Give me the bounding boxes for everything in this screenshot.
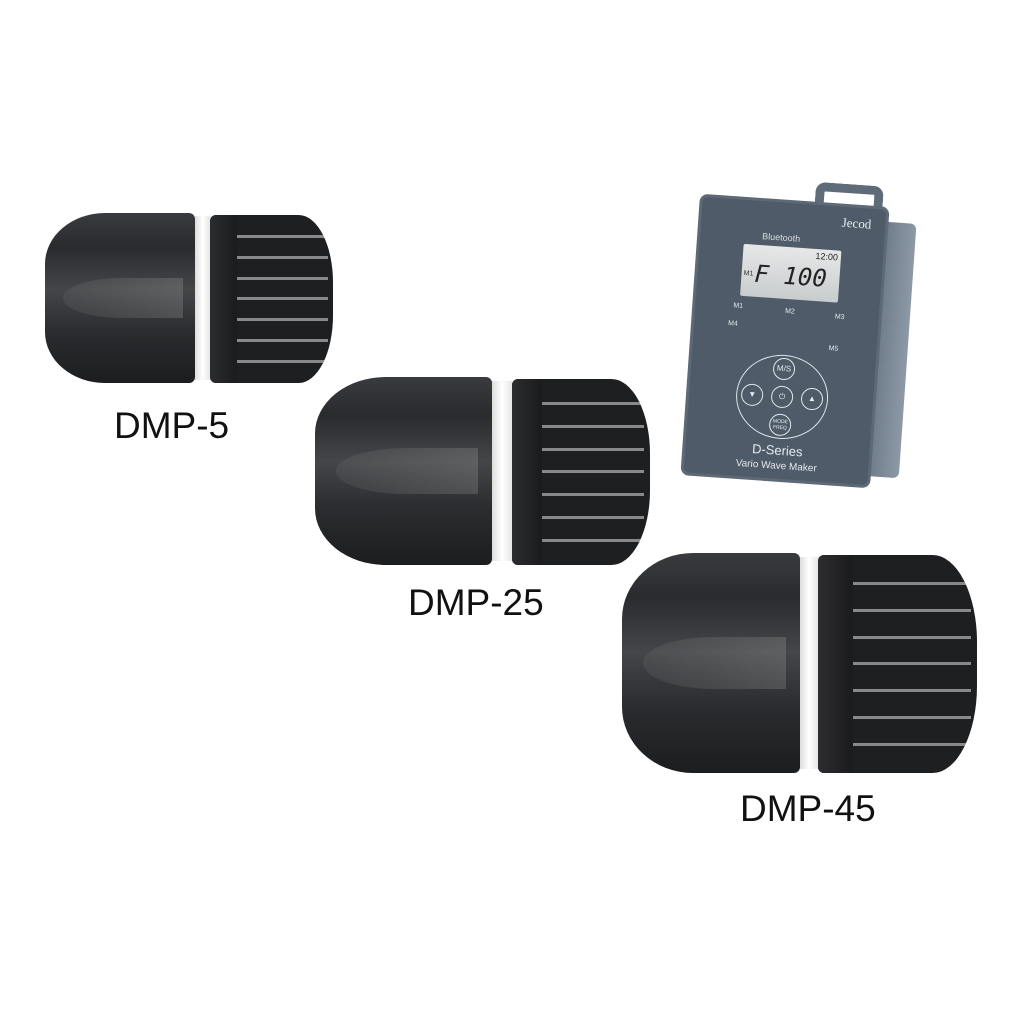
grille-bar xyxy=(542,539,645,543)
grille-bar xyxy=(852,662,971,666)
pump-body xyxy=(45,213,195,383)
grille-bar xyxy=(542,401,645,405)
lcd-value: F 100 xyxy=(753,259,828,293)
pump-ring xyxy=(492,380,512,562)
grille-bar xyxy=(542,424,645,428)
mode-m5: M5 xyxy=(828,345,839,353)
grille-bar xyxy=(852,608,971,612)
pump-dmp-25 xyxy=(315,377,652,565)
pump-dmp-5 xyxy=(45,213,335,383)
lcd-mode: M1 xyxy=(743,269,754,278)
product-label: DMP-45 xyxy=(740,788,876,829)
grille-bar xyxy=(542,516,645,520)
ms-button[interactable]: M/S xyxy=(772,357,796,381)
pump-ring xyxy=(800,557,818,769)
pump-grille xyxy=(210,214,333,383)
grille-bar xyxy=(237,235,329,239)
mode-m1: M1 xyxy=(733,302,744,310)
grille-bar xyxy=(237,359,329,363)
bluetooth-label: Bluetooth xyxy=(761,231,801,244)
grille-bar xyxy=(852,635,971,639)
pump-body xyxy=(622,553,800,773)
product-label: DMP-5 xyxy=(114,405,230,446)
pump-body xyxy=(315,377,492,565)
grille-bar xyxy=(237,338,329,342)
grille-bar xyxy=(237,276,329,280)
mode-m3: M3 xyxy=(834,313,845,322)
grille-bar xyxy=(237,297,329,301)
grille-bar xyxy=(237,256,329,260)
grille-bar xyxy=(852,581,971,585)
power-button[interactable]: ⏻ xyxy=(770,385,794,409)
grille-bar xyxy=(237,318,329,322)
wave-maker-controller: Jecod Bluetooth M1 F 100 12:00 M1 M2 M3 … xyxy=(680,181,917,489)
lcd-display: M1 F 100 12:00 xyxy=(740,243,842,303)
brand-logo: Jecod xyxy=(841,214,872,232)
lcd-time: 12:00 xyxy=(815,250,839,263)
grille-bar xyxy=(542,493,645,497)
grille-bar xyxy=(542,447,645,451)
grille-bar xyxy=(852,689,971,693)
product-label: DMP-25 xyxy=(408,582,544,623)
pump-grille xyxy=(818,555,977,773)
pump-dmp-45 xyxy=(622,553,979,773)
up-button[interactable]: ▲ xyxy=(800,387,824,411)
mode-m2: M2 xyxy=(784,307,796,316)
mode-m4: M4 xyxy=(727,319,739,328)
pump-grille xyxy=(512,378,650,565)
down-button[interactable]: ▼ xyxy=(740,383,764,407)
pump-ring xyxy=(195,216,210,380)
controller-case: Jecod Bluetooth M1 F 100 12:00 M1 M2 M3 … xyxy=(680,193,890,489)
grille-bar xyxy=(542,470,645,474)
grille-bar xyxy=(852,742,971,746)
grille-bar xyxy=(852,715,971,719)
